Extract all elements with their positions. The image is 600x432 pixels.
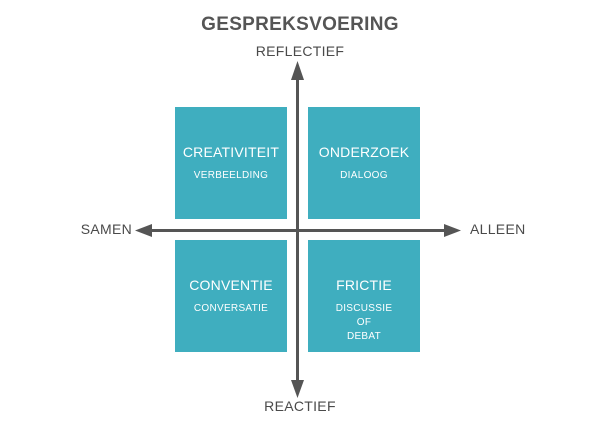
quadrant-bottom-left-sub: CONVERSATIE — [193, 303, 269, 314]
horizontal-axis-line — [146, 229, 449, 232]
quadrant-top-left-sub: VERBEELDING — [193, 170, 269, 181]
quadrant-top-left: CREATIVITEIT VERBEELDING — [175, 107, 287, 219]
quadrant-top-right-name: ONDERZOEK — [318, 144, 410, 160]
quadrant-top-right: ONDERZOEK DIALOOG — [308, 107, 420, 219]
quadrant-bottom-left-name: CONVENTIE — [189, 277, 273, 293]
diagram-title: GESPREKSVOERING — [201, 14, 399, 35]
axis-label-bottom: REACTIEF — [264, 398, 336, 414]
axis-label-right: ALLEEN — [470, 221, 526, 237]
quadrant-bottom-right: FRICTIE DISCUSSIE OF DEBAT — [308, 240, 420, 352]
axis-label-top: REFLECTIEF — [255, 43, 345, 59]
quadrant-bottom-right-sub: DISCUSSIE OF DEBAT — [335, 303, 393, 342]
arrow-up-icon — [291, 61, 304, 80]
quadrant-bottom-right-name: FRICTIE — [336, 277, 392, 293]
quadrant-bottom-left: CONVENTIE CONVERSATIE — [175, 240, 287, 352]
arrow-left-icon — [135, 224, 152, 237]
axis-label-left: SAMEN — [80, 221, 132, 237]
quadrant-top-left-name: CREATIVITEIT — [182, 144, 280, 160]
arrow-right-icon — [444, 224, 461, 237]
quadrant-top-right-sub: DIALOOG — [340, 170, 388, 181]
arrow-down-icon — [291, 380, 304, 398]
